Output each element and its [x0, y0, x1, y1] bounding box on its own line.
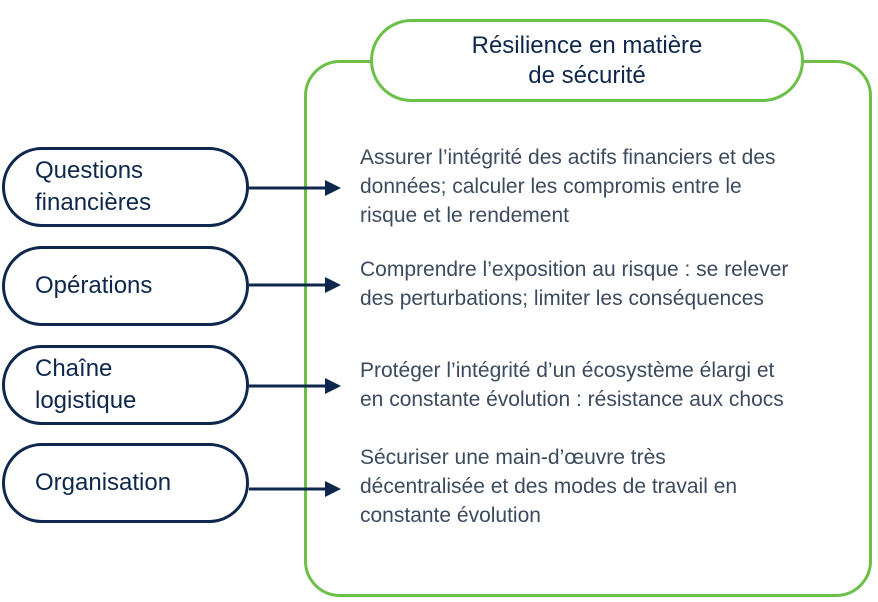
arrow-right-icon — [249, 180, 341, 196]
panel-title: Résilience en matière de sécurité — [370, 19, 804, 102]
description-operations: Comprendre l’exposition au risque : se r… — [360, 258, 789, 310]
arrow-right-icon — [249, 378, 341, 394]
topic-questions-financieres: Questions financières — [2, 147, 249, 227]
description-chaine-logistique: Protéger l’intégrité d’un écosystème éla… — [360, 359, 784, 411]
description-organisation: Sécuriser une main-d’œuvre très décentra… — [360, 446, 738, 527]
description-questions-financieres: Assurer l’intégrité des actifs financier… — [360, 146, 776, 227]
topic-operations: Opérations — [2, 246, 249, 326]
resilience-panel — [304, 60, 872, 597]
topic-chaine-logistique: Chaîne logistique — [2, 345, 249, 425]
arrow-right-icon — [249, 481, 341, 497]
arrow-right-icon — [249, 277, 341, 293]
topic-organisation: Organisation — [2, 443, 249, 523]
